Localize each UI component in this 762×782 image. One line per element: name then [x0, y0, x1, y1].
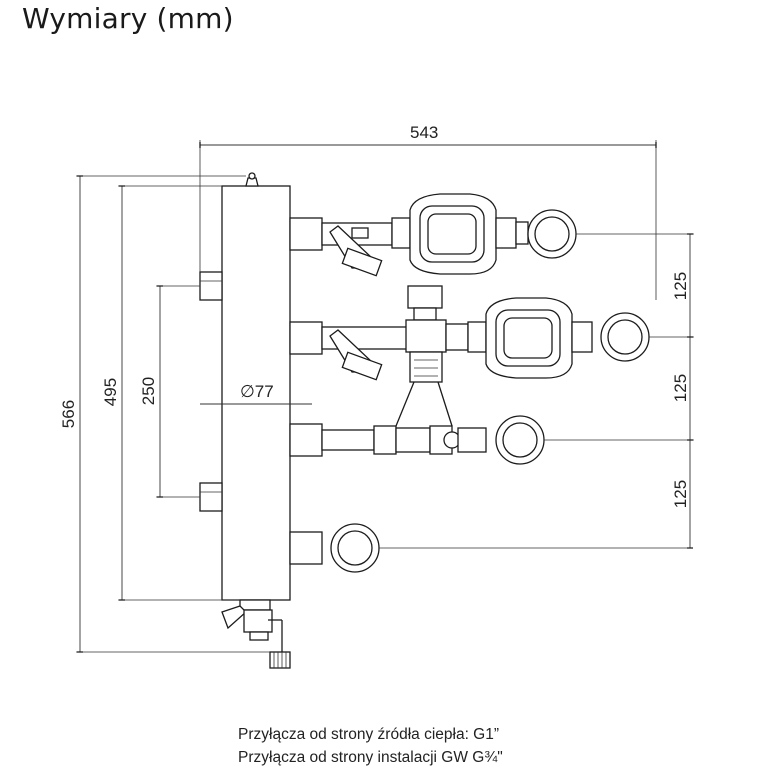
caption-source-connections: Przyłącza od strony źródła ciepła: G1” — [238, 726, 500, 743]
page-title: Wymiary (mm) — [22, 2, 234, 35]
outlet-row-3 — [289, 381, 564, 465]
caption-installation-connections: Przyłącza od strony instalacji GW G¾" — [238, 749, 503, 766]
dim-width-543: 543 — [410, 123, 438, 142]
dim-spacing-250: 250 — [139, 377, 158, 405]
dim-diameter-77: ∅77 — [240, 382, 274, 401]
dim-spacing-125-c: 125 — [671, 480, 690, 508]
dim-spacing-125-a: 125 — [671, 272, 690, 300]
dimension-lines — [76, 140, 694, 653]
dim-spacing-125-b: 125 — [671, 374, 690, 402]
drain-valve — [221, 599, 291, 669]
outlet-row-2 — [289, 285, 668, 383]
dim-height-495: 495 — [101, 378, 120, 406]
dim-height-566: 566 — [59, 400, 78, 428]
outlet-row-1 — [289, 193, 600, 277]
outlet-row-4 — [289, 523, 690, 573]
separator-body — [199, 172, 291, 601]
